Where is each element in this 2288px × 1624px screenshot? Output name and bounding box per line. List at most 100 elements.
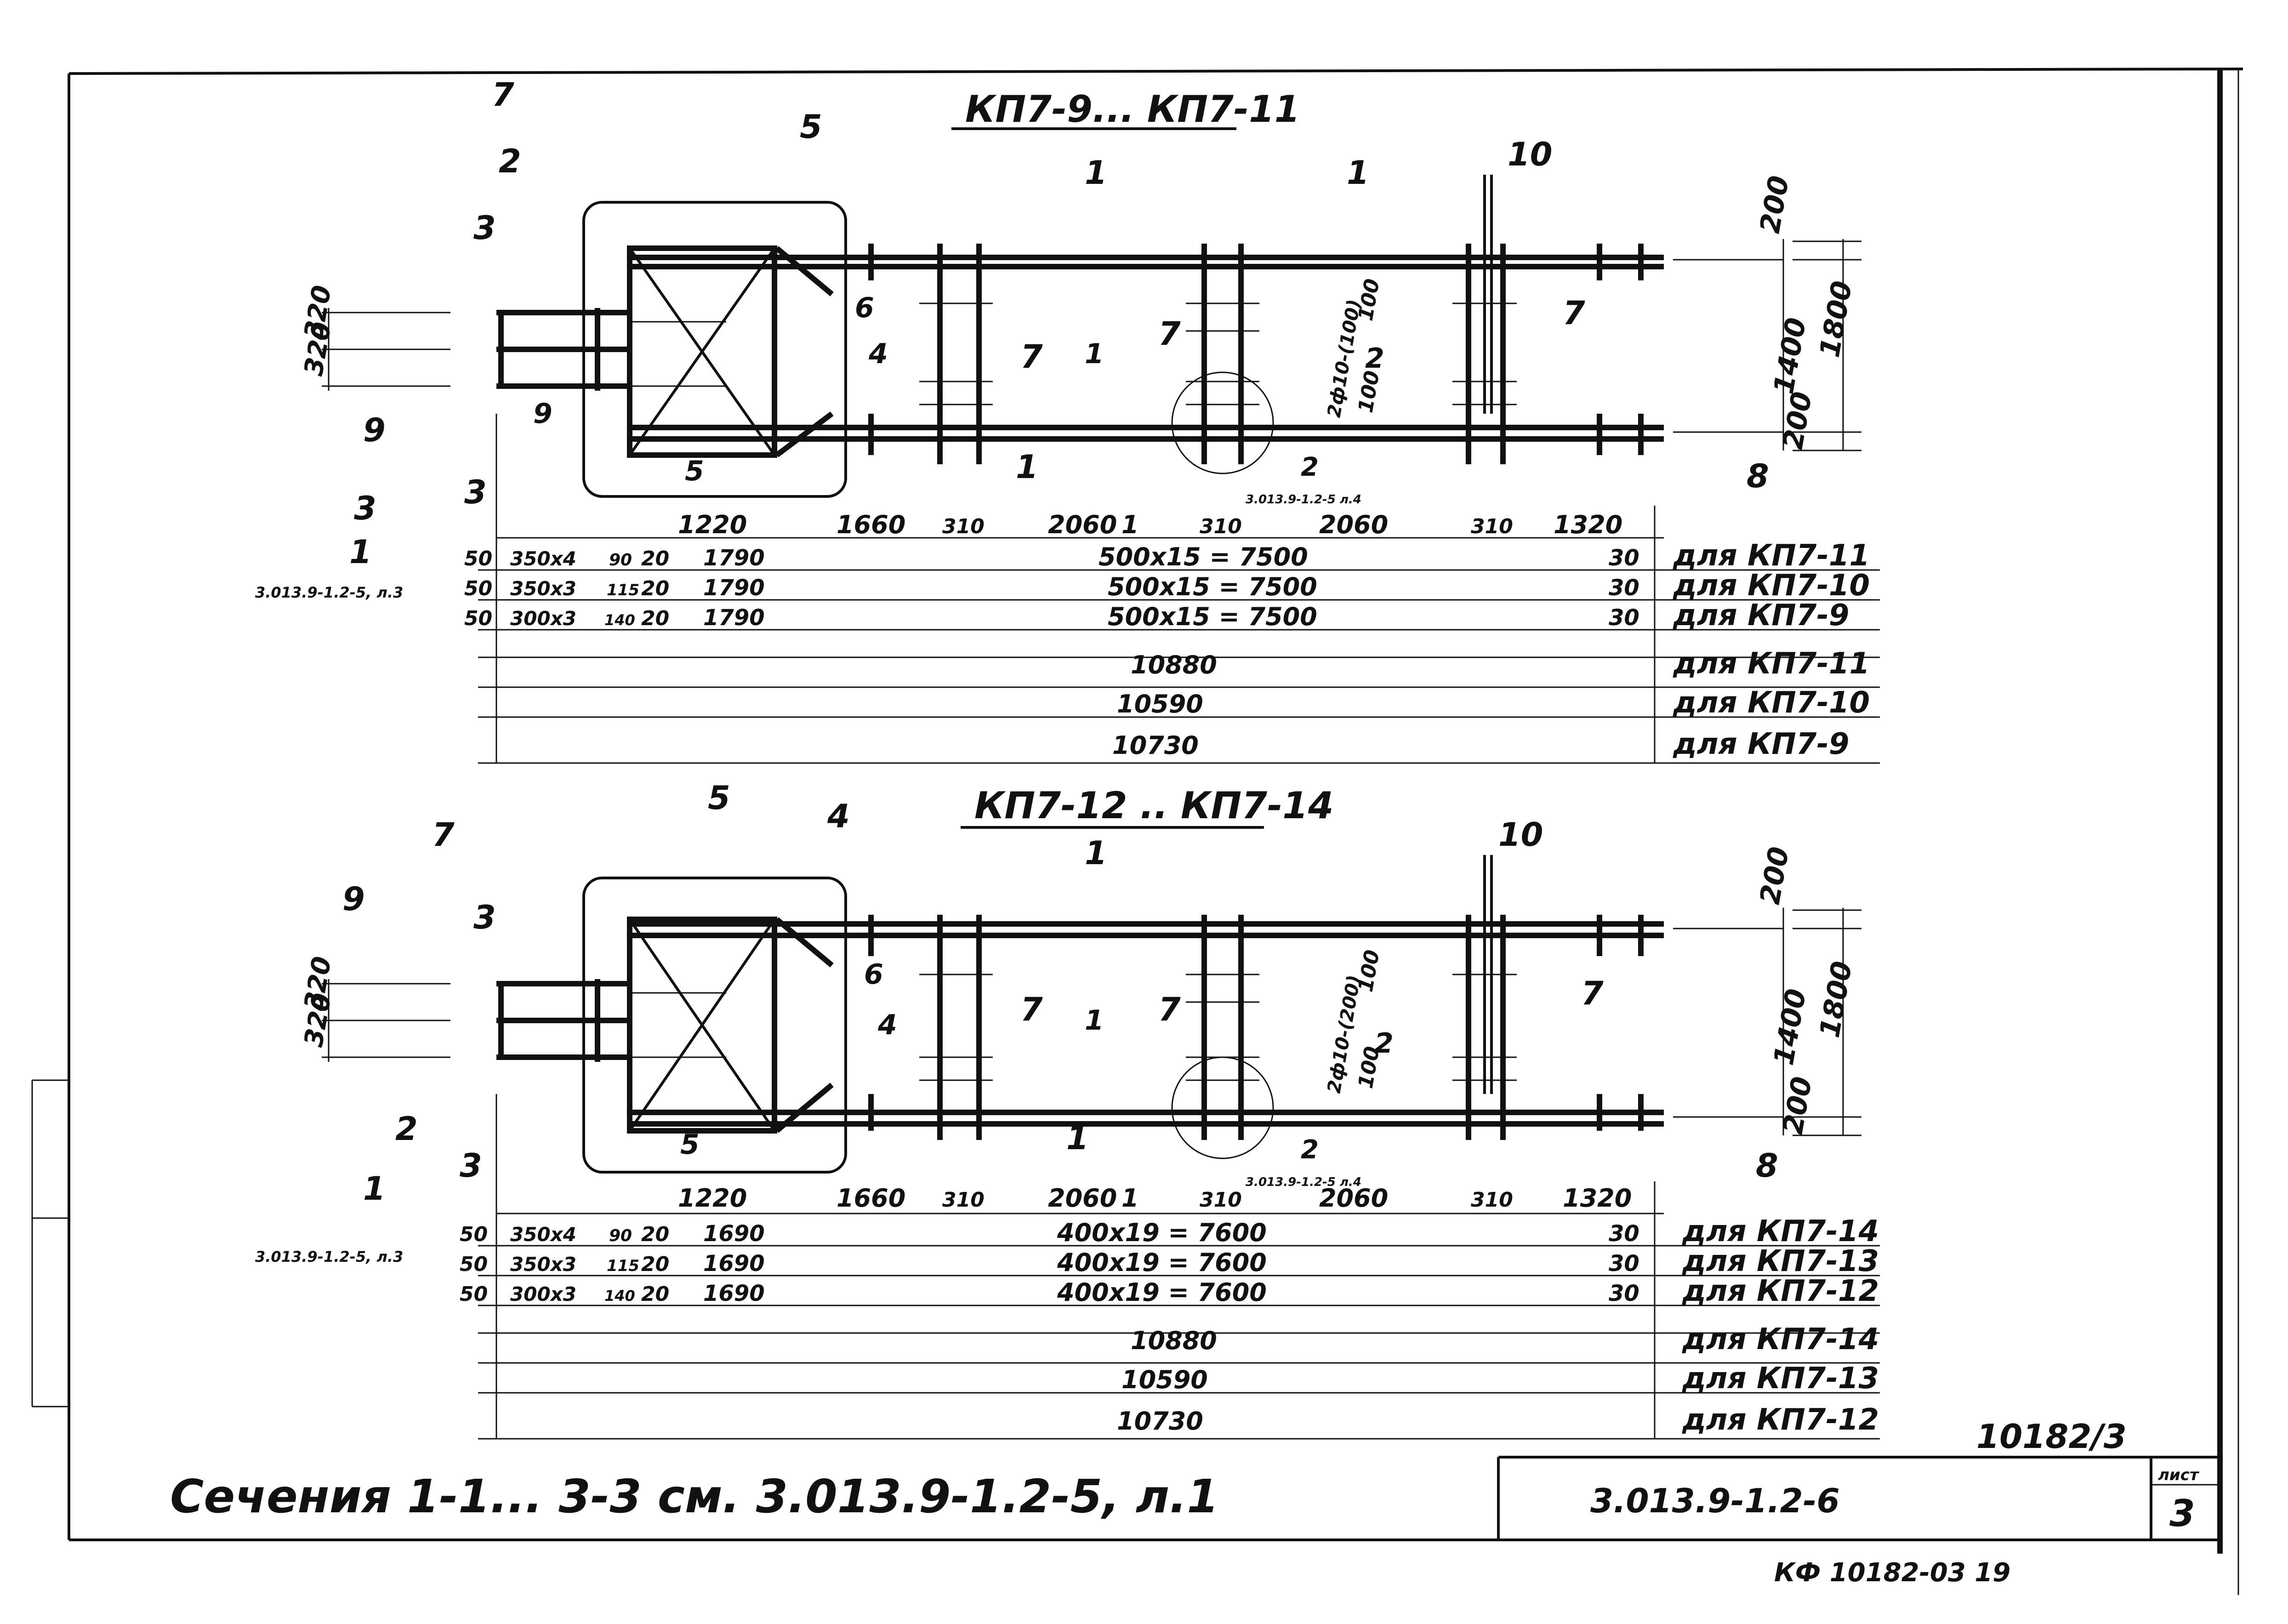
bottom-callout-4: 4 — [827, 798, 850, 835]
top-total-3: 10730 — [1112, 731, 1199, 760]
bottom-row-2: 50 350x3 115 20 1690 400x19 = 7600 30 дл… — [460, 1244, 1879, 1278]
bottom-circle-ref: 3.013.9-1.2-5 л.4 — [1246, 1175, 1361, 1189]
top-title: КП7-9... КП7-11 — [965, 88, 1300, 131]
top-dim-row1: 1220 1660 310 2060 1 310 2060 310 1320 — [678, 510, 1622, 539]
top-section-3-top: 3 — [473, 209, 496, 247]
top-row-3: 50 300x3 140 20 1790 500x15 = 7500 30 дл… — [464, 598, 1849, 633]
top-callout-9a: 9 — [363, 411, 386, 449]
bottom-callout-1: 1 — [1066, 1119, 1089, 1157]
bottom-dim-2060a: 2060 — [1048, 1184, 1117, 1213]
top-dim-2060a: 2060 — [1048, 510, 1117, 539]
bottom-r1-c3: 90 — [609, 1226, 632, 1245]
top-r2-c5: 1790 — [703, 575, 765, 601]
top-circle-label: 2 — [1301, 452, 1319, 482]
top-r3-label: для КП7-9 — [1673, 598, 1849, 633]
bottom-r1-c4: 20 — [641, 1223, 669, 1246]
bottom-callout-2: 2 — [395, 1110, 418, 1148]
top-r2-c3: 115 — [607, 581, 639, 599]
stamp-number: 10182/3 — [1976, 1417, 2127, 1456]
bottom-total-2-label: для КП7-13 — [1682, 1362, 1879, 1396]
top-dim-310a: 310 — [942, 515, 985, 538]
top-r1-c2: 350x4 — [510, 547, 576, 570]
archive-number: КФ 10182-03 19 — [1774, 1558, 2010, 1588]
top-totals: 10880 для КП7-11 10590 для КП7-10 10730 … — [1112, 647, 1870, 761]
bottom-callout-4b: 4 — [877, 1009, 897, 1041]
top-r2-c1: 50 — [464, 577, 492, 600]
bottom-callout-9: 9 — [342, 880, 365, 918]
top-total-1: 10880 — [1131, 650, 1217, 679]
top-r3-c4: 20 — [641, 607, 669, 630]
bottom-total-3: 10730 — [1117, 1407, 1203, 1436]
top-right-dim-1800: 1800 — [1814, 279, 1859, 360]
top-r3-end: 30 — [1609, 605, 1639, 631]
bottom-row-1: 50 350x4 90 20 1690 400x19 = 7600 30 для… — [460, 1214, 1879, 1248]
bottom-section-2: 2 — [1374, 1027, 1394, 1060]
bottom-total-2: 10590 — [1121, 1365, 1208, 1394]
top-callout-7d: 7 — [1563, 294, 1585, 332]
bottom-callout-7c: 7 — [1158, 991, 1181, 1028]
top-callout-3: 3 — [354, 490, 376, 527]
top-r2-end: 30 — [1609, 575, 1639, 601]
sheet-label: лист — [2158, 1466, 2200, 1484]
bottom-mark-8: 8 — [1756, 1147, 1778, 1185]
doc-code: 3.013.9-1.2-6 — [1590, 1482, 1840, 1520]
top-dim-310c: 310 — [1471, 515, 1513, 538]
top-dim-1660: 1660 — [837, 510, 905, 539]
bottom-row-3: 50 300x3 140 20 1690 400x19 = 7600 30 дл… — [460, 1274, 1879, 1308]
top-ref-left: 3.013.9-1.2-5, л.3 — [255, 584, 403, 601]
bottom-dim-310c: 310 — [1471, 1188, 1513, 1212]
bottom-dim-1320: 1320 — [1563, 1184, 1632, 1213]
bottom-r1-label: для КП7-14 — [1682, 1214, 1879, 1248]
bottom-r3-c4: 20 — [641, 1282, 669, 1306]
bottom-dim-310b: 310 — [1200, 1188, 1242, 1212]
bottom-section-1-mid: 1 — [1085, 1004, 1104, 1037]
top-r2-label: для КП7-10 — [1673, 569, 1870, 603]
top-section-3-bot: 3 — [464, 473, 487, 511]
title-block: 3.013.9-1.2-6 лист 3 10182/3 Сечения 1-1… — [170, 1417, 2220, 1588]
bottom-r2-c3: 115 — [607, 1257, 639, 1275]
bottom-r3-mid: 400x19 = 7600 — [1057, 1278, 1267, 1307]
bottom-title: КП7-12 .. КП7-14 — [974, 784, 1334, 827]
top-row-1: 50 350x4 90 20 1790 500x15 = 7500 30 для… — [464, 539, 1870, 573]
bottom-callout-1c: 1 — [363, 1170, 386, 1208]
bottom-dim-2060b: 2060 — [1319, 1184, 1388, 1213]
top-mid-dim-100b: 100 — [1354, 369, 1384, 415]
top-total-2-label: для КП7-10 — [1673, 686, 1870, 720]
top-mark-8: 8 — [1747, 457, 1769, 495]
top-callout-2: 2 — [499, 142, 521, 180]
bottom-callout-7d: 7 — [1581, 974, 1604, 1012]
top-callout-1b: 1 — [1016, 448, 1038, 486]
drawing-bottom: КП7-12 .. КП7-14 — [255, 779, 1880, 1440]
bottom-r3-c1: 50 — [460, 1282, 488, 1306]
bottom-ref-left: 3.013.9-1.2-5, л.3 — [255, 1248, 403, 1265]
top-callout-1c: 1 — [1347, 154, 1369, 192]
bottom-right-dim-200a: 200 — [1754, 844, 1796, 907]
top-r2-c2: 350x3 — [510, 577, 576, 600]
top-r1-c1: 50 — [464, 547, 492, 570]
top-r1-label: для КП7-11 — [1673, 539, 1870, 573]
top-dim-310b: 310 — [1200, 515, 1242, 538]
bottom-section-1-top: 1 — [1085, 834, 1107, 872]
bottom-circle-label: 2 — [1301, 1135, 1319, 1165]
top-circle-ref: 3.013.9-1.2-5 л.4 — [1246, 493, 1361, 507]
bottom-r1-c1: 50 — [460, 1223, 488, 1246]
bottom-r2-c4: 20 — [641, 1253, 669, 1276]
bottom-r3-c2: 300x3 — [510, 1283, 576, 1305]
bottom-dim-row1: 1220 1660 310 2060 1 310 2060 310 1320 — [678, 1184, 1632, 1213]
bottom-r3-c5: 1690 — [703, 1281, 765, 1306]
bottom-callout-3: 3 — [473, 899, 496, 936]
top-dim-2060b: 2060 — [1319, 510, 1388, 539]
top-r3-c2: 300x3 — [510, 607, 576, 630]
bottom-r2-mid: 400x19 = 7600 — [1057, 1248, 1267, 1277]
top-dim-1320: 1320 — [1554, 510, 1622, 539]
bottom-r2-c5: 1690 — [703, 1251, 765, 1276]
top-r1-end: 30 — [1609, 545, 1639, 571]
top-callout-6: 6 — [855, 292, 874, 324]
sheet-frame — [31, 68, 2243, 1595]
top-r1-mid: 500x15 = 7500 — [1098, 542, 1308, 571]
bottom-right-dim-1400: 1400 — [1768, 986, 1813, 1068]
bottom-r1-end: 30 — [1609, 1221, 1639, 1247]
bottom-r1-mid: 400x19 = 7600 — [1057, 1218, 1267, 1247]
sections-note: Сечения 1-1... 3-3 см. 3.013.9-1.2-5, л.… — [170, 1470, 1219, 1523]
